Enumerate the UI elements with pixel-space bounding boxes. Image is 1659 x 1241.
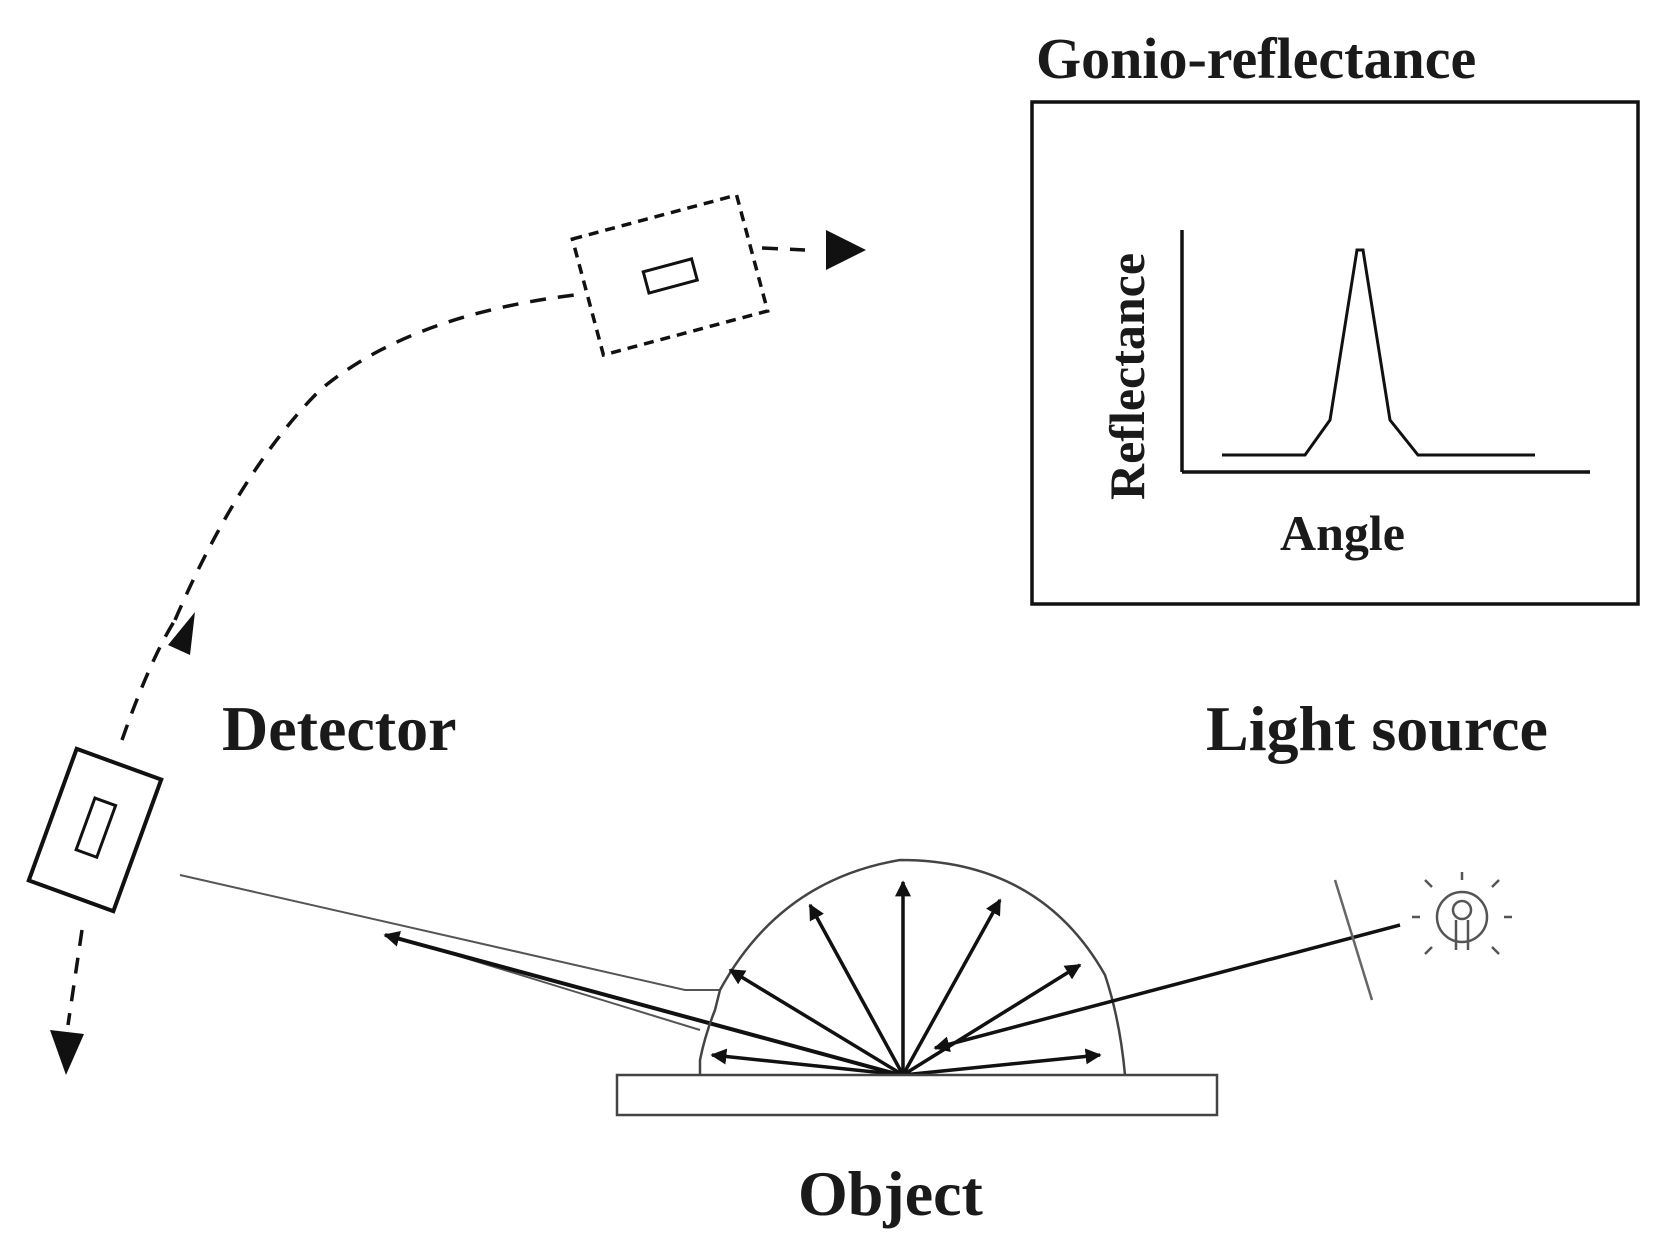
light-bulb-icon bbox=[1412, 872, 1512, 955]
aperture-slit bbox=[1333, 879, 1374, 1001]
object-label: Object bbox=[798, 1158, 984, 1229]
inset-frame bbox=[1030, 100, 1640, 606]
scatter-hemisphere bbox=[698, 858, 1127, 1076]
scatter-arrows bbox=[710, 880, 1102, 1077]
inset-y-label: Reflectance bbox=[1099, 253, 1155, 500]
detector-moved-icon bbox=[570, 192, 770, 358]
inset-x-label: Angle bbox=[1280, 505, 1405, 561]
arc-arrow-right-icon bbox=[826, 230, 866, 270]
detector-arc-path bbox=[66, 246, 806, 1026]
arc-arrow-up-icon bbox=[168, 612, 195, 655]
light-source-label: Light source bbox=[1206, 693, 1548, 764]
detector-device-icon bbox=[26, 746, 164, 914]
detector-label: Detector bbox=[222, 693, 456, 764]
reflected-beam-main bbox=[383, 931, 901, 1077]
incident-beam bbox=[933, 923, 1401, 1053]
inset-reflectance-curve bbox=[1222, 248, 1535, 457]
inset-title: Gonio-reflectance bbox=[1036, 26, 1476, 91]
object-plate bbox=[615, 1073, 1219, 1117]
arc-arrow-down-icon bbox=[50, 1030, 84, 1075]
